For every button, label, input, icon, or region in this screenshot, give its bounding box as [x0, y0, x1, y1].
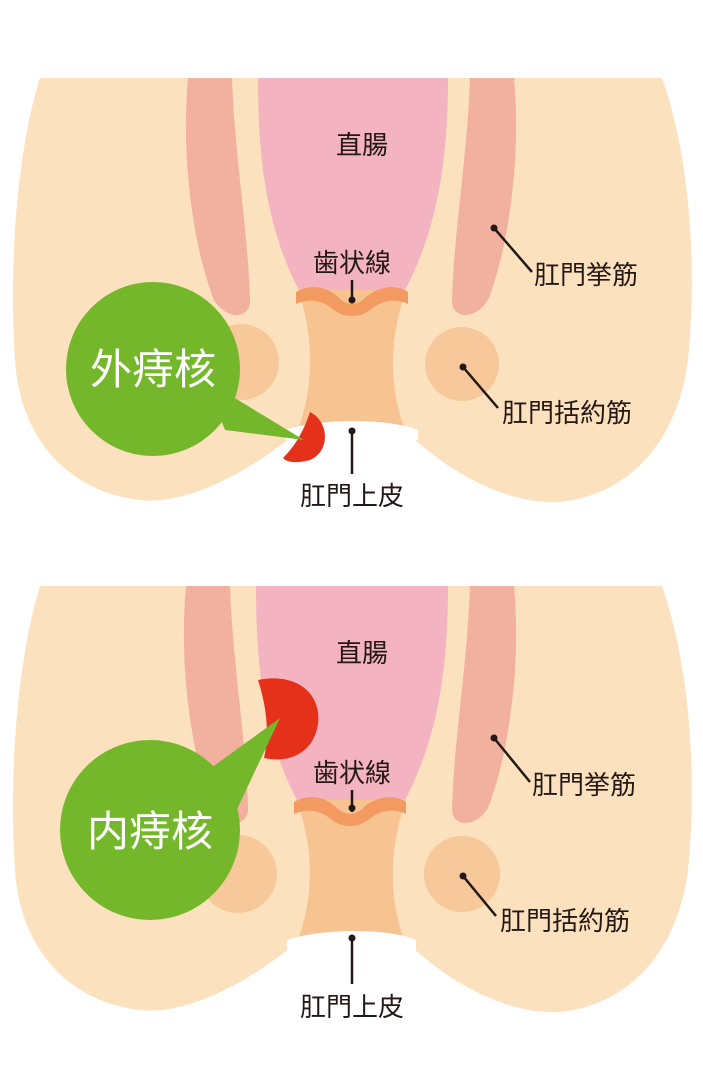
leader-sphincter — [462, 875, 497, 917]
leader-dot — [348, 934, 356, 942]
bubble-label: 外痔核 — [90, 345, 216, 394]
panel-external-hemorrhoid: 外痔核 直腸 歯状線 肛門挙筋 肛門括約筋 肛門上皮 — [12, 78, 692, 512]
leader-dot — [490, 734, 498, 742]
leader-dot — [348, 804, 356, 812]
external-hemorrhoid — [283, 412, 325, 463]
label-bubble — [66, 282, 240, 456]
internal-hemorrhoid — [258, 678, 319, 760]
leader-dot — [459, 363, 467, 371]
leader-levator — [493, 737, 531, 783]
label-sphincter: 肛門括約筋 — [502, 399, 632, 429]
label-levator-ani: 肛門挙筋 — [534, 261, 638, 291]
dentate-line-band — [296, 287, 408, 316]
levator-ani-left — [185, 78, 251, 316]
leader-dot — [490, 224, 498, 232]
label-dentate-line: 歯状線 — [313, 759, 391, 789]
levator-ani-right — [451, 78, 517, 316]
label-anoderm: 肛門上皮 — [300, 482, 404, 512]
anal-canal — [298, 290, 406, 430]
leader-dot — [348, 427, 356, 435]
levator-ani-right — [451, 586, 517, 824]
dentate-line-band — [294, 797, 406, 826]
label-rectum: 直腸 — [336, 639, 388, 669]
panel-internal-hemorrhoid: 内痔核 直腸 歯状線 肛門挙筋 肛門括約筋 肛門上皮 — [12, 586, 692, 1023]
bubble-label: 内痔核 — [87, 807, 213, 856]
anal-canal — [296, 800, 406, 940]
label-bubble — [60, 740, 240, 920]
leader-dot — [348, 296, 356, 304]
rectum — [258, 78, 448, 292]
leader-levator — [493, 227, 533, 273]
label-anoderm: 肛門上皮 — [300, 993, 404, 1023]
label-levator-ani: 肛門挙筋 — [532, 771, 636, 801]
label-sphincter: 肛門括約筋 — [500, 907, 630, 937]
leader-dot — [459, 872, 467, 880]
label-dentate-line: 歯状線 — [313, 249, 391, 279]
leader-sphincter — [462, 366, 499, 409]
label-rectum: 直腸 — [336, 131, 388, 161]
